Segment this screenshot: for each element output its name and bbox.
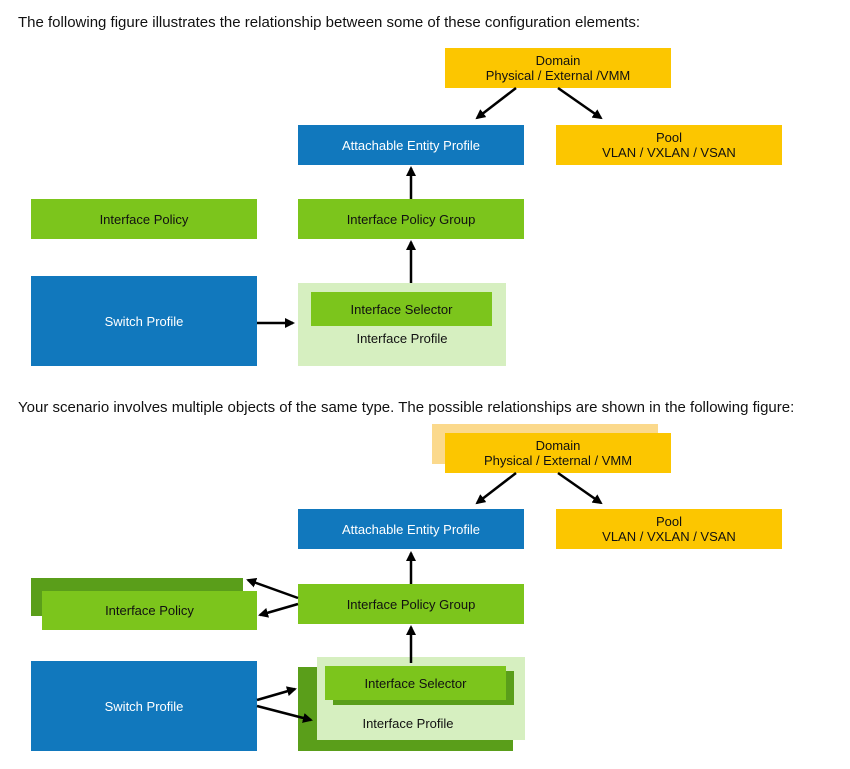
- caption-first: The following figure illustrates the rel…: [18, 14, 641, 31]
- domain-box: Domain Physical / External / VMM: [445, 433, 671, 473]
- pool-box: Pool VLAN / VXLAN / VSAN: [556, 125, 782, 165]
- pool-box: Pool VLAN / VXLAN / VSAN: [556, 509, 782, 549]
- interface-policy-box: Interface Policy: [42, 591, 257, 630]
- domain-box: Domain Physical / External /VMM: [445, 48, 671, 88]
- attachable-entity-profile-box: Attachable Entity Profile: [298, 509, 524, 549]
- arrow-switch-profile-to-interface-profile-2: [256, 704, 313, 723]
- interface-selector-box: Interface Selector: [325, 666, 506, 700]
- switch-profile-box: Switch Profile: [31, 276, 257, 366]
- interface-profile-label: Interface Profile: [356, 331, 448, 346]
- arrow-domain-to-pool: [557, 471, 603, 505]
- arrow-domain-to-pool: [557, 86, 603, 120]
- interface-policy-group-box: Interface Policy Group: [298, 199, 524, 239]
- caption-second: Your scenario involves multiple objects …: [18, 399, 795, 416]
- pool-title: Pool: [655, 130, 683, 145]
- pool-subtitle: VLAN / VXLAN / VSAN: [602, 529, 736, 544]
- interface-profile-label: Interface Profile: [362, 716, 454, 731]
- interface-selector-box: Interface Selector: [311, 292, 492, 326]
- domain-subtitle: Physical / External /VMM: [485, 68, 631, 83]
- arrow-policy-group-to-interface-policy-2: [258, 602, 299, 618]
- pool-title: Pool: [655, 514, 683, 529]
- pool-subtitle: VLAN / VXLAN / VSAN: [602, 145, 736, 160]
- domain-title: Domain: [535, 438, 581, 453]
- interface-policy-group-box: Interface Policy Group: [298, 584, 524, 624]
- arrow-domain-to-aep: [475, 472, 517, 505]
- arrow-policy-group-to-interface-policy-1: [246, 578, 299, 600]
- domain-title: Domain: [535, 53, 581, 68]
- attachable-entity-profile-box: Attachable Entity Profile: [298, 125, 524, 165]
- domain-subtitle: Physical / External / VMM: [483, 453, 633, 468]
- interface-policy-box: Interface Policy: [31, 199, 257, 239]
- switch-profile-box: Switch Profile: [31, 661, 257, 751]
- arrow-domain-to-aep: [475, 87, 517, 120]
- arrow-switch-profile-to-interface-profile-1: [256, 686, 297, 702]
